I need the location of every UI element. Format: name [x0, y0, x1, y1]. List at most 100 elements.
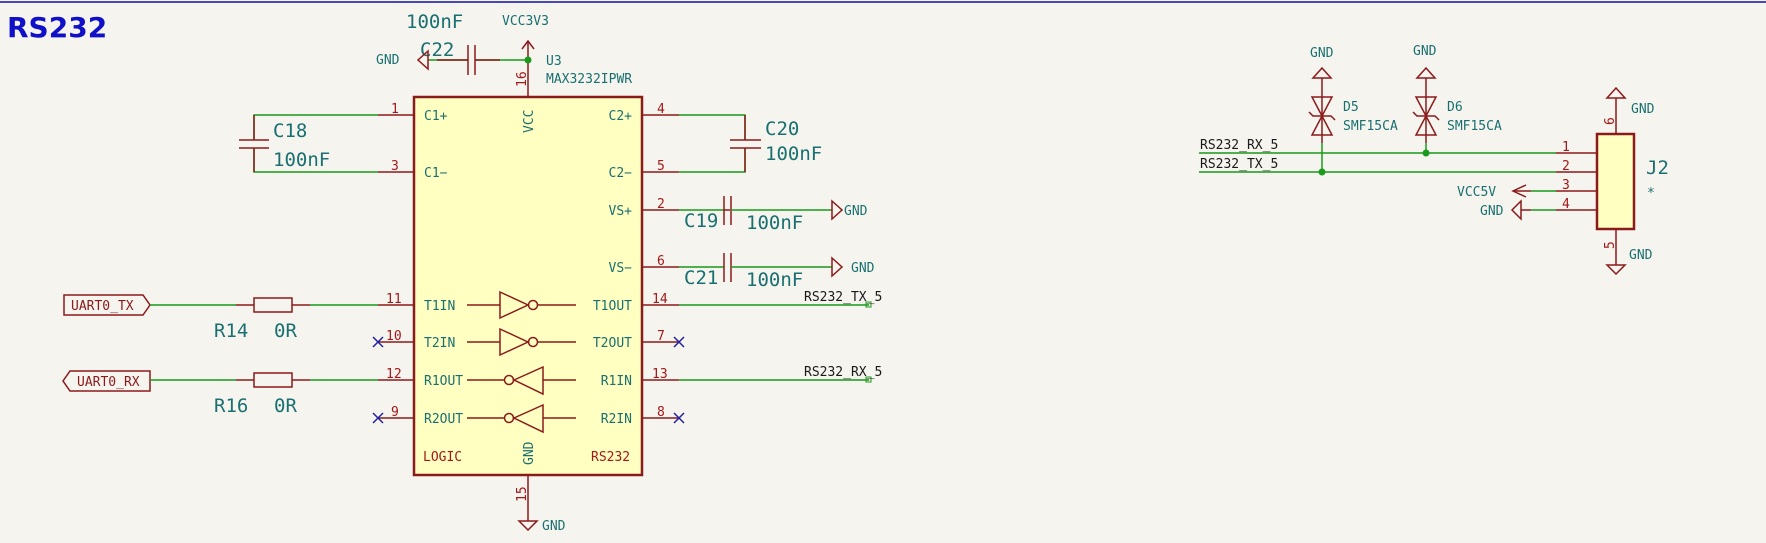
u3-pin-c2p[interactable]: 4 C2+ [609, 102, 679, 124]
svg-text:GND: GND [1631, 102, 1655, 117]
svg-text:UART0_TX: UART0_TX [71, 299, 134, 314]
capacitor-c20[interactable]: C20 100nF [679, 114, 822, 173]
svg-text:C22: C22 [420, 39, 454, 61]
svg-text:C2+: C2+ [609, 109, 633, 124]
u3-pin-t2out[interactable]: 7 T2OUT [593, 329, 679, 351]
svg-text:GND: GND [542, 519, 566, 534]
u3-pin-gnd[interactable]: 15 [515, 475, 530, 521]
u3-pin-r2in[interactable]: 8 R2IN [601, 405, 679, 427]
svg-text:R1IN: R1IN [601, 374, 632, 389]
svg-text:0R: 0R [274, 395, 297, 417]
power-gnd-u3[interactable]: GND [517, 519, 566, 534]
u3-pin-c1p[interactable]: 1 C1+ [378, 102, 448, 124]
u3-pin-c2m[interactable]: 5 C2− [609, 159, 679, 181]
j2-pin-2[interactable]: 2 [1556, 159, 1597, 174]
svg-text:R16: R16 [214, 395, 248, 417]
svg-text:GND: GND [844, 204, 868, 219]
u3-value: MAX3232IPWR [546, 72, 632, 87]
u3-pin-r1in[interactable]: 13 R1IN [601, 367, 679, 389]
u3-pin-vsp[interactable]: 2 VS+ [609, 197, 679, 219]
gnd-icon [1605, 86, 1627, 99]
svg-text:R2IN: R2IN [601, 412, 632, 427]
power-gnd-j2-top[interactable]: GND [1605, 86, 1655, 117]
svg-text:4: 4 [1562, 197, 1570, 212]
gnd-icon [1415, 66, 1437, 79]
power-vcc3v3[interactable]: VCC3V3 [502, 14, 549, 60]
power-gnd-c19[interactable]: GND [831, 199, 868, 221]
power-gnd-c22[interactable]: GND [376, 49, 429, 71]
svg-text:14: 14 [652, 292, 668, 307]
svg-text:11: 11 [386, 292, 402, 307]
net-label-rx-u3[interactable]: RS232_RX_5 [804, 365, 882, 380]
resistor-r14[interactable]: R14 0R [214, 297, 310, 342]
svg-text:T1IN: T1IN [424, 299, 455, 314]
svg-text:SMF15CA: SMF15CA [1343, 119, 1398, 134]
j2-pin-3[interactable]: 3 [1556, 178, 1597, 193]
svg-text:13: 13 [652, 367, 668, 382]
diode-d6[interactable]: GND D6 SMF15CA [1412, 44, 1502, 153]
svg-text:C19: C19 [684, 210, 718, 232]
no-connect-icon [372, 412, 384, 424]
svg-text:D5: D5 [1343, 100, 1359, 115]
j2-pin-1[interactable]: 1 [1556, 140, 1597, 155]
svg-text:SMF15CA: SMF15CA [1447, 119, 1502, 134]
svg-text:T2OUT: T2OUT [593, 336, 632, 351]
diode-d5[interactable]: GND D5 SMF15CA [1308, 46, 1398, 172]
no-connect-icon [673, 336, 685, 348]
u3-pin-vsm[interactable]: 6 VS− [609, 254, 679, 276]
gnd-icon [416, 49, 429, 71]
svg-text:8: 8 [657, 405, 665, 420]
capacitor-c21[interactable]: C21 100nF [679, 253, 832, 291]
net-label-rx-conn[interactable]: RS232_RX_5 [1200, 138, 1278, 153]
label-anchor [865, 376, 872, 383]
svg-text:4: 4 [657, 102, 665, 117]
svg-text:15: 15 [515, 486, 530, 502]
u3-pin-t1out[interactable]: 14 T1OUT [593, 292, 679, 314]
driver-t2-icon [467, 327, 576, 357]
u3-pin-t2in[interactable]: 10 T2IN [378, 329, 455, 351]
tvs-diode-icon [1310, 96, 1334, 118]
svg-text:C18: C18 [273, 120, 307, 142]
u3-pin-r2out[interactable]: 9 R2OUT [378, 405, 463, 427]
u3-pin-c1m[interactable]: 3 C1− [378, 159, 448, 181]
svg-text:T2IN: T2IN [424, 336, 455, 351]
j2-pin-4[interactable]: 4 [1556, 197, 1597, 212]
power-gnd-conn[interactable]: GND [1480, 199, 1556, 221]
svg-text:5: 5 [657, 159, 665, 174]
gnd-icon [831, 199, 844, 221]
power-vcc5v[interactable]: VCC5V [1457, 184, 1556, 200]
capacitor-c18[interactable]: C18 100nF [239, 114, 378, 173]
u3-max3232[interactable]: U3 MAX3232IPWR VCC GND LOGIC RS232 1 C1+… [378, 54, 679, 521]
j2-pin-5[interactable]: 5 [1603, 229, 1618, 265]
capacitor-c19[interactable]: C19 100nF [679, 196, 832, 234]
junction [1422, 149, 1430, 157]
svg-text:C20: C20 [765, 118, 799, 140]
net-label-tx-conn[interactable]: RS232_TX_5 [1200, 157, 1278, 172]
power-gnd-j2-bottom[interactable]: GND [1605, 248, 1653, 276]
svg-text:GND: GND [1310, 46, 1334, 61]
svg-text:C1−: C1− [424, 166, 448, 181]
svg-text:100nF: 100nF [765, 143, 822, 165]
power-gnd-c21[interactable]: GND [831, 256, 875, 278]
svg-text:R1OUT: R1OUT [424, 374, 463, 389]
hier-label-uart-rx[interactable]: UART0_RX [62, 370, 151, 392]
svg-text:3: 3 [1562, 178, 1570, 193]
resistor-r16[interactable]: R16 0R [214, 372, 310, 417]
receiver-r1-icon [467, 365, 576, 396]
connector-j2[interactable]: J2 * 1 2 3 4 5 6 [1556, 98, 1669, 265]
svg-text:2: 2 [657, 197, 665, 212]
j2-pin-6[interactable]: 6 [1603, 98, 1618, 134]
hier-label-uart-tx[interactable]: UART0_TX [63, 294, 151, 316]
power-arrow-icon [521, 39, 535, 50]
u3-pin-r1out[interactable]: 12 R1OUT [378, 367, 463, 389]
svg-text:5: 5 [1603, 241, 1618, 249]
svg-text:16: 16 [515, 71, 530, 87]
svg-text:VCC3V3: VCC3V3 [502, 14, 549, 29]
svg-text:GND: GND [376, 53, 400, 68]
net-label-tx-u3[interactable]: RS232_TX_5 [804, 290, 882, 305]
u3-pin-t1in[interactable]: 11 T1IN [378, 292, 455, 314]
gnd-icon [1605, 264, 1627, 276]
u3-pin-vcc[interactable]: 16 [515, 60, 530, 97]
svg-text:GND: GND [1480, 204, 1504, 219]
